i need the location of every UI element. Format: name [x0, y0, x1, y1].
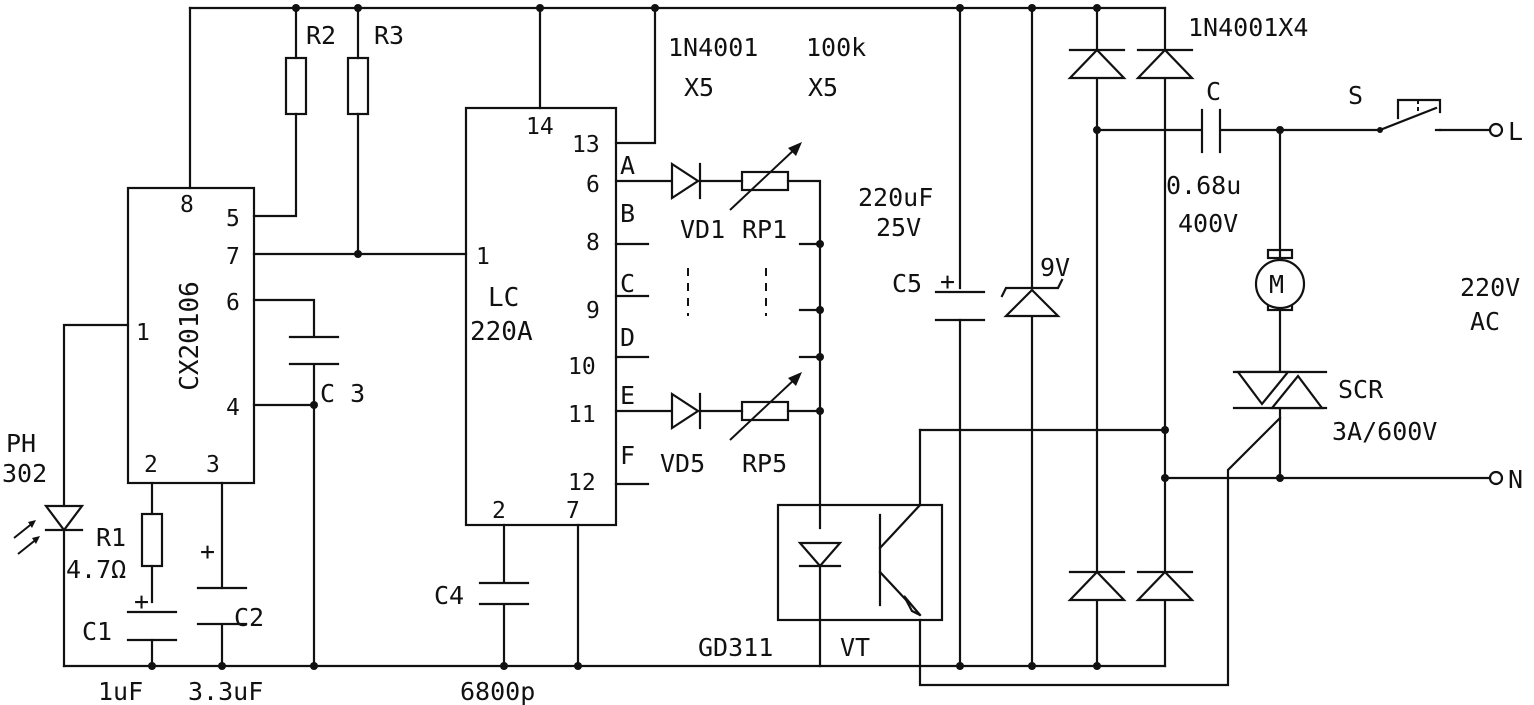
cap-c-label: C — [1206, 77, 1221, 106]
ac-label-2: AC — [1470, 307, 1500, 336]
resistor-r2: R2 — [284, 21, 336, 116]
switch-label: S — [1348, 81, 1363, 110]
ic2-pin2: 2 — [492, 498, 506, 524]
pot-note-1: 100k — [806, 33, 866, 62]
capacitor-c4: C4 6800p — [434, 581, 535, 705]
dashed-continuation — [687, 268, 767, 316]
vt-label: VT — [840, 633, 870, 662]
c1-value: 1uF — [98, 677, 143, 705]
c5-value-1: 220uF — [858, 183, 933, 212]
ic1-pin4: 4 — [226, 395, 240, 421]
ph-label-2: 302 — [2, 459, 47, 488]
r1-value: 4.7Ω — [66, 555, 126, 584]
rp5-label: RP5 — [742, 449, 787, 478]
c5-value-2: 25V — [876, 213, 921, 242]
capacitor-c2: + C2 3.3uF — [188, 537, 264, 705]
ic1-name: CX20106 — [175, 281, 205, 391]
output-e: E — [620, 381, 635, 410]
output-f: F — [620, 441, 635, 470]
ic2-pin10: 10 — [568, 354, 596, 380]
c2-value: 3.3uF — [188, 677, 263, 705]
scr-triac: SCR 3A/600V — [1232, 370, 1437, 446]
diode-note-2: X5 — [684, 73, 714, 102]
ic1-pin6: 6 — [226, 290, 240, 316]
r3-label: R3 — [374, 21, 404, 50]
ic1-pin7: 7 — [226, 244, 240, 270]
component-notes: 1N4001 X5 100k X5 — [668, 33, 866, 102]
ic1-pin8: 8 — [180, 192, 194, 218]
zener-label: 9V — [1040, 253, 1070, 282]
potentiometer-rp5: RP5 — [729, 372, 802, 478]
c2-label: C2 — [234, 603, 264, 632]
c1-plus: + — [134, 587, 149, 616]
c2-plus: + — [200, 537, 215, 566]
capacitor-c3: C 3 — [288, 335, 365, 408]
scr-rating: 3A/600V — [1332, 417, 1437, 446]
vd5-label: VD5 — [660, 449, 705, 478]
ic2-pin7: 7 — [566, 498, 580, 524]
r1-label: R1 — [96, 523, 126, 552]
diode-note-1: 1N4001 — [668, 33, 758, 62]
ic2-name-2: 220A — [470, 317, 533, 347]
cap-c-value-1: 0.68u — [1166, 171, 1241, 200]
terminal-l-label: L — [1508, 117, 1523, 146]
r2-label: R2 — [306, 21, 336, 50]
c5-label: C5 — [892, 269, 922, 298]
terminal-n-label: N — [1508, 465, 1523, 494]
ic2-pin11: 11 — [568, 402, 596, 428]
c1-label: C1 — [82, 617, 112, 646]
motor-m: M — [1254, 248, 1306, 312]
ic1-pin5: 5 — [226, 206, 240, 232]
ic2-pin12: 12 — [568, 470, 596, 496]
potentiometer-rp1: RP1 — [729, 142, 802, 244]
supply-label: 220V AC — [1460, 273, 1520, 336]
rp1-label: RP1 — [742, 215, 787, 244]
optocoupler-gd311: GD311 VT — [698, 503, 944, 662]
diode-vd5: VD5 — [660, 391, 705, 478]
ac-label-1: 220V — [1460, 273, 1520, 302]
output-d: D — [620, 323, 635, 352]
ic2-pin13: 13 — [572, 132, 600, 158]
capacitor-c5: + C5 220uF 25V — [858, 183, 986, 322]
ic1-pin2: 2 — [144, 452, 158, 478]
ic2-pin1: 1 — [476, 244, 490, 270]
zener-9v: 9V — [1000, 253, 1070, 318]
output-c: C — [620, 269, 635, 298]
ph-label-1: PH — [6, 429, 36, 458]
bridge-rectifier: 1N4001X4 — [1067, 13, 1308, 602]
capacitor-c: C 0.68u 400V — [1166, 77, 1241, 238]
ic1-pin3: 3 — [206, 452, 220, 478]
resistor-r3: R3 — [346, 21, 404, 116]
bridge-note: 1N4001X4 — [1188, 13, 1308, 42]
output-b: B — [620, 199, 635, 228]
ic-lc220a: LC 220A 14 13 6 8 9 10 11 12 1 2 7 A B C… — [464, 106, 635, 527]
ic-cx20106: CX20106 8 5 7 6 1 4 2 3 — [126, 186, 256, 485]
junction-dots — [148, 4, 1284, 670]
capacitor-c1: + C1 1uF — [82, 587, 178, 705]
c5-plus: + — [940, 267, 955, 296]
photodiode-ph302: PH 302 — [2, 429, 85, 555]
c4-label: C4 — [434, 581, 464, 610]
ic2-pin14: 14 — [526, 114, 554, 140]
ic2-name-1: LC — [488, 283, 519, 313]
c4-value: 6800p — [460, 677, 535, 705]
ic2-pin9: 9 — [586, 298, 600, 324]
scr-label: SCR — [1338, 375, 1384, 404]
vd1-label: VD1 — [680, 215, 725, 244]
diode-vd1: VD1 — [670, 161, 725, 244]
terminal-l: L — [1488, 117, 1523, 146]
motor-label: M — [1269, 270, 1284, 299]
ic2-pin6: 6 — [586, 172, 600, 198]
terminal-n: N — [1488, 465, 1523, 494]
ic2-pin8: 8 — [586, 230, 600, 256]
c3-label: C 3 — [320, 379, 365, 408]
gd311-label: GD311 — [698, 633, 773, 662]
output-a: A — [620, 151, 635, 180]
switch-s: S — [1348, 81, 1442, 133]
resistor-r1: R1 4.7Ω — [66, 512, 164, 584]
ic1-pin1: 1 — [136, 320, 150, 346]
cap-c-value-2: 400V — [1178, 209, 1238, 238]
pot-note-2: X5 — [808, 73, 838, 102]
